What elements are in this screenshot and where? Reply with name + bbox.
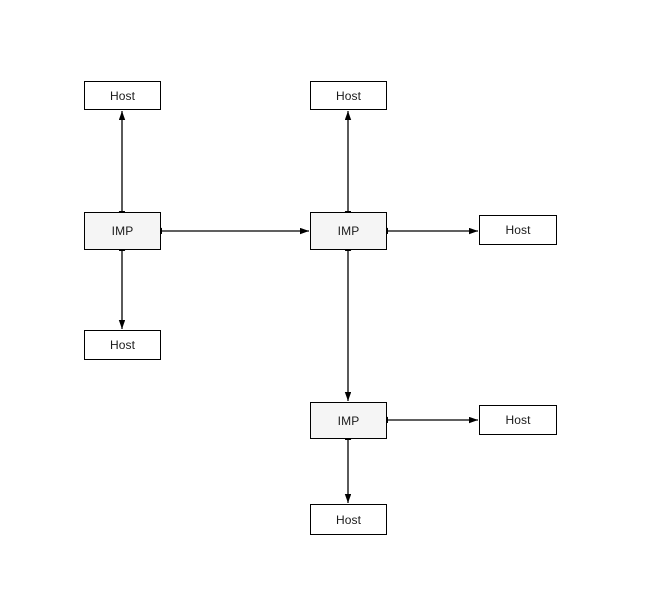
node-host-right-upper[interactable]: Host <box>479 215 557 245</box>
edges-group <box>118 111 478 503</box>
node-label-imp-left: IMP <box>111 224 134 238</box>
node-host-bottom-mid[interactable]: Host <box>310 504 387 535</box>
node-label-imp-mid: IMP <box>337 224 360 238</box>
node-label-host-top-mid: Host <box>335 88 362 103</box>
node-host-bottom-left[interactable]: Host <box>84 330 161 360</box>
node-host-top-left[interactable]: Host <box>84 81 161 110</box>
node-label-host-bottom-mid: Host <box>335 512 362 527</box>
node-label-host-bottom-left: Host <box>109 338 136 352</box>
node-imp-left[interactable]: IMP <box>84 212 161 250</box>
node-host-right-lower[interactable]: Host <box>479 405 557 435</box>
node-label-host-right-upper: Host <box>505 223 531 237</box>
node-label-host-top-left: Host <box>109 88 136 103</box>
node-imp-mid[interactable]: IMP <box>310 212 387 250</box>
node-host-top-mid[interactable]: Host <box>310 81 387 110</box>
node-imp-bottom[interactable]: IMP <box>310 402 387 439</box>
node-label-host-right-lower: Host <box>505 413 531 427</box>
node-label-imp-bottom: IMP <box>337 413 360 428</box>
